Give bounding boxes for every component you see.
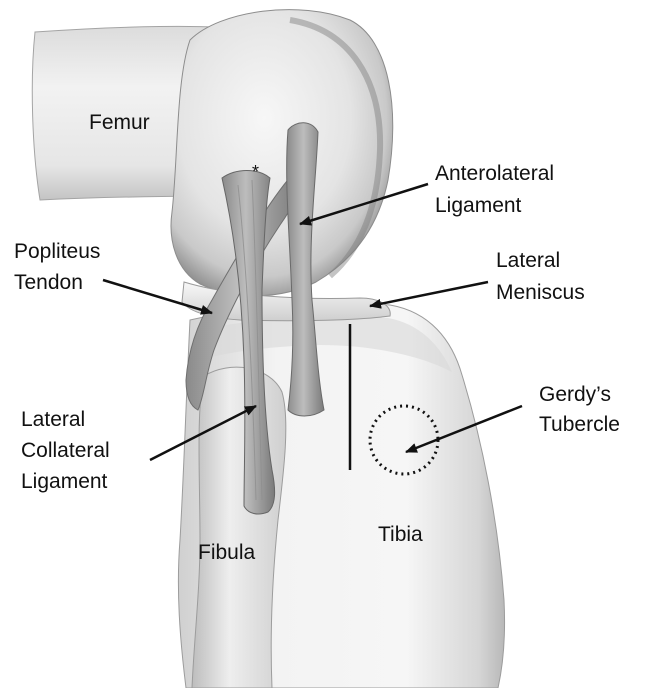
label-femur-text: Femur [89,110,150,135]
label-fibula-text: Fibula [198,540,255,565]
label-popliteus-line2: Tendon [14,267,100,298]
femur-condyle [171,10,393,296]
label-fibula: Fibula [198,540,255,565]
label-lateral-meniscus: Lateral Meniscus [496,245,585,309]
label-lcl-line3: Ligament [21,466,110,497]
label-anterolateral-line2: Ligament [435,190,554,222]
label-gerdys-tubercle: Gerdy’s Tubercle [539,380,620,440]
arrow-lateral-meniscus [370,282,488,306]
label-asterisk-text: * [252,160,259,185]
label-asterisk: * [252,160,259,185]
label-lateral-meniscus-line2: Meniscus [496,277,585,309]
label-popliteus-line1: Popliteus [14,236,100,267]
label-tibia: Tibia [378,522,423,547]
label-popliteus-tendon: Popliteus Tendon [14,236,100,298]
label-lateral-meniscus-line1: Lateral [496,245,585,277]
label-gerdys-line1: Gerdy’s [539,380,620,410]
label-anterolateral-line1: Anterolateral [435,158,554,190]
label-lcl-line1: Lateral [21,404,110,435]
label-tibia-text: Tibia [378,522,423,547]
label-anterolateral-ligament: Anterolateral Ligament [435,158,554,222]
label-femur: Femur [89,110,150,135]
label-lateral-collateral-ligament: Lateral Collateral Ligament [21,404,110,497]
label-lcl-line2: Collateral [21,435,110,466]
label-gerdys-line2: Tubercle [539,410,620,440]
